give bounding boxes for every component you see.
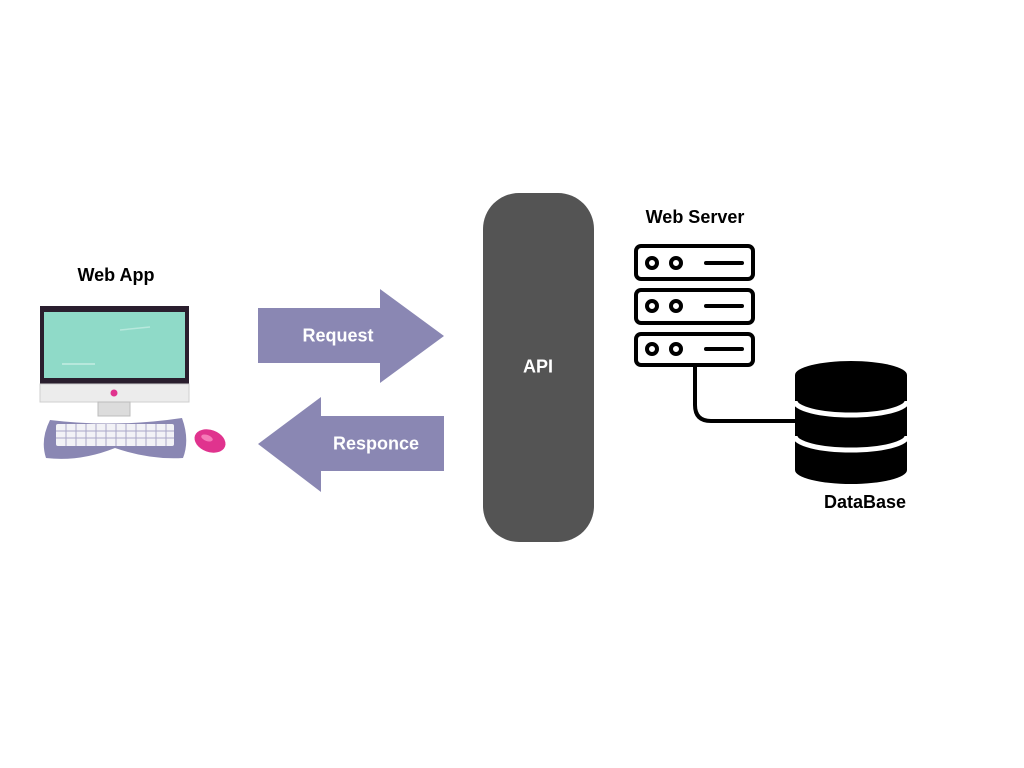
- server-unit: [634, 244, 755, 281]
- api-label: API: [522, 356, 554, 377]
- web-server-label: Web Server: [645, 207, 745, 227]
- server-db-connector: [693, 367, 795, 423]
- web-app-label: Web App: [77, 265, 155, 285]
- database-label: DataBase: [823, 492, 907, 512]
- request-label: Request: [302, 325, 374, 346]
- response-arrow: [258, 397, 444, 492]
- response-label: Responce: [332, 433, 420, 454]
- server-unit: [634, 288, 755, 325]
- server-unit: [634, 332, 755, 367]
- server-rack-icon: [634, 244, 755, 367]
- power-led: [110, 389, 118, 397]
- request-arrow: [258, 289, 444, 383]
- desktop-computer-icon: [39, 306, 226, 459]
- api-block: [483, 193, 594, 542]
- monitor-stand: [97, 401, 131, 417]
- database-icon: [792, 361, 910, 484]
- monitor-screen: [44, 312, 185, 378]
